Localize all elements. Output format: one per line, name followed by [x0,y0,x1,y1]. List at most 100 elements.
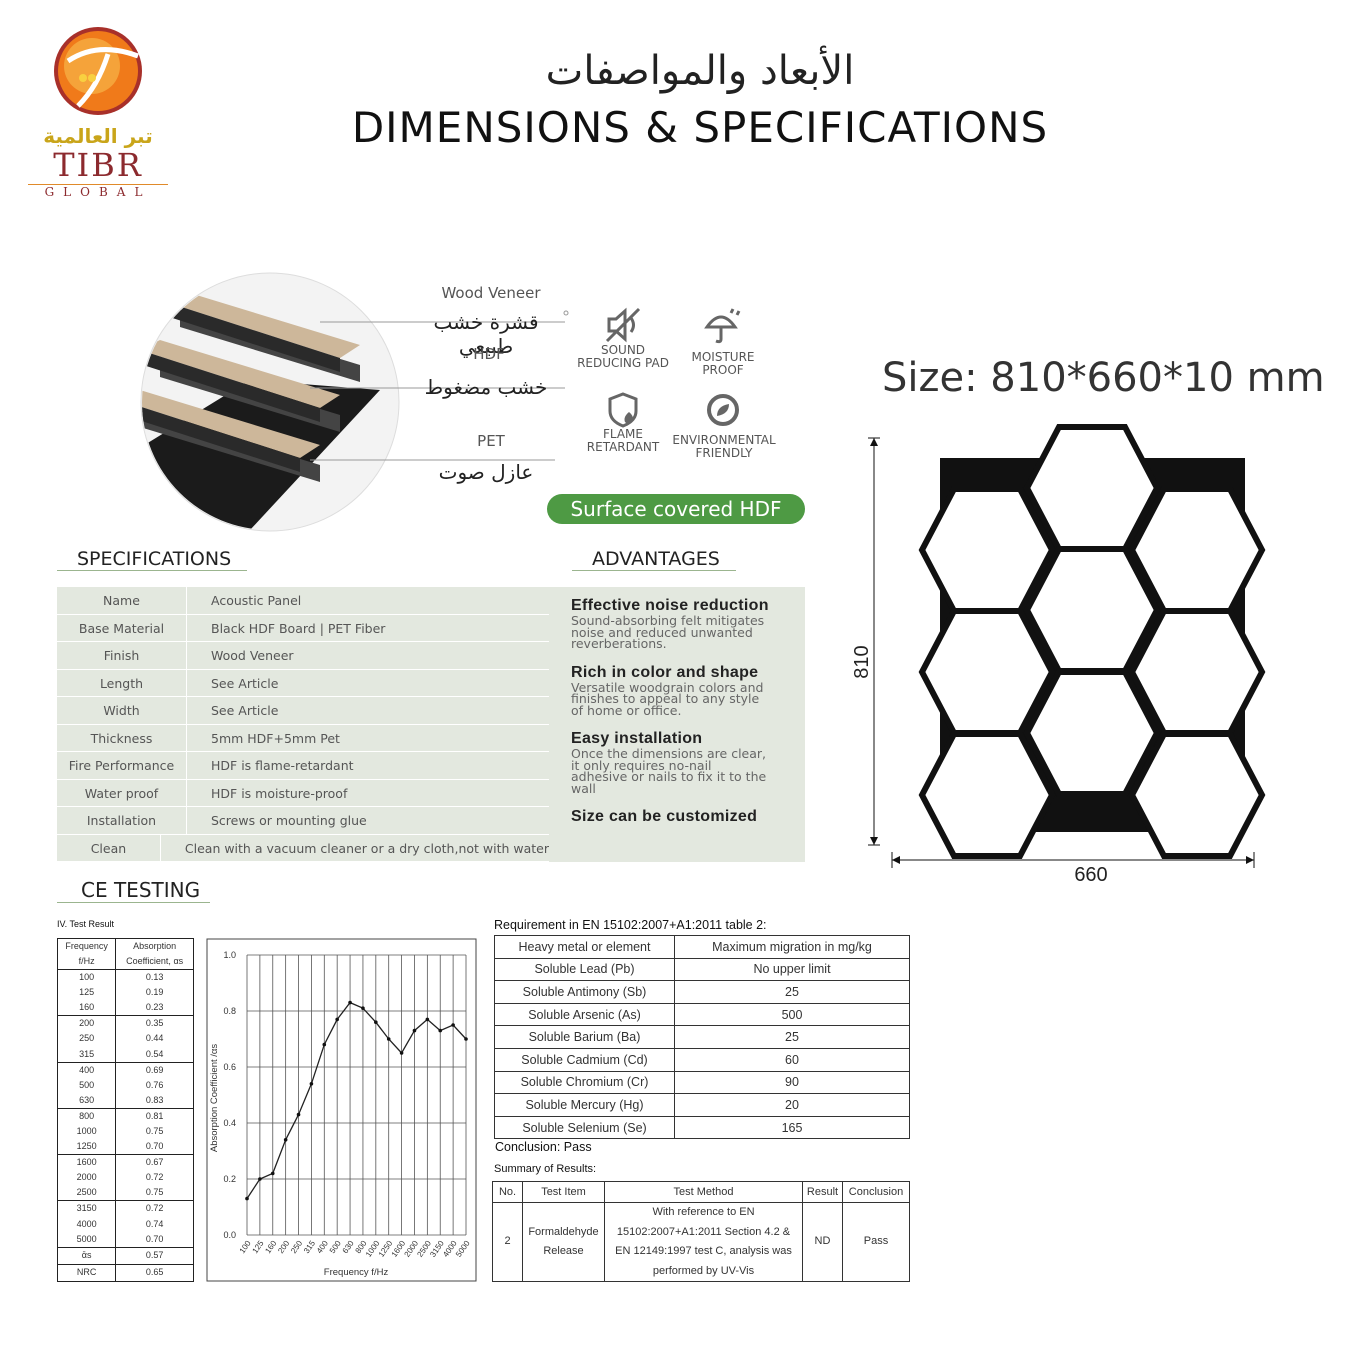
element-cell: Soluble Arsenic (As) [494,1002,675,1027]
row-result: ND [802,1202,843,1282]
data-point [438,1028,443,1033]
data-point [348,1000,352,1005]
layer-label-hdf-ar: خشب مضغوط [424,375,548,399]
y-tick-label: 1.0 [223,950,236,960]
absorption-chart: 0.00.20.40.60.81.01001251602002503154005… [206,938,477,1282]
advantage-text: Once the dimensions are clear, it only r… [571,746,767,796]
element-cell: Soluble Chromium (Cr) [494,1070,675,1095]
spec-label: Thickness [57,724,187,751]
hexagon-panel-diagram: 810 660 [851,424,1266,886]
advantage-heading: Size can be customized [571,808,758,825]
title-arabic: الأبعاد والمواصفات [545,48,855,94]
freq-cell: 2000 [56,1170,117,1186]
umbrella-rain-icon [704,308,741,344]
freq-cell: 400 [56,1061,117,1078]
item-line: Formaldehyde [528,1225,599,1238]
coef-cell: 0.83 [115,1092,194,1109]
data-point [399,1051,404,1055]
data-point [296,1112,301,1117]
y-tick-label: 0.4 [223,1118,236,1128]
spec-value: Screws or mounting glue [211,813,367,828]
surface-covered-hdf-badge: Surface covered HDF [547,494,805,524]
layer-label-hdf: HDF [473,345,505,363]
limit-cell: 25 [674,1025,910,1049]
hexagon-tile [918,608,1056,736]
brand-sub: GLOBAL [28,184,168,199]
summary-caption: Summary of Results: [494,1163,597,1175]
table-row: Soluble Chromium (Cr)90 [494,1070,910,1095]
method-line: EN 12149:1997 test C, analysis was [615,1245,792,1257]
x-axis-label: Frequency f/Hz [324,1267,389,1278]
test-result-label: IV. Test Result [57,919,115,929]
freq-cell: 1000 [56,1123,117,1140]
spec-label: Finish [57,642,187,669]
size-label: Size: 810*660*10 mm [882,355,1325,401]
advantage-heading: Easy installation [571,730,703,747]
freq-cell: 1600 [56,1154,117,1171]
layer-label-wood-veneer: Wood Veneer [441,284,541,302]
brand-name: TIBR [53,146,143,184]
feature-line: FLAME [602,427,643,441]
coef-cell: Coefficient, αs [115,954,194,970]
metal-caption: Requirement in EN 15102:2007+A1:2011 tab… [494,918,767,932]
limit-cell: 60 [674,1047,910,1072]
freq-cell: ᾱs [56,1246,117,1265]
col-header: Test Item [522,1181,605,1203]
coef-cell: 0.72 [115,1170,194,1186]
brand-arabic: تبر العالمية [43,124,153,148]
coef-cell: 0.54 [115,1046,194,1063]
freq-cell: 500 [56,1077,117,1093]
coef-cell: 0.23 [115,1000,194,1016]
spec-value: Acoustic Panel [211,593,302,608]
col-header: Maximum migration in mg/kg [674,935,910,959]
advantage-text: Versatile woodgrain colors and finishes … [571,679,764,718]
freq-cell: 1250 [56,1139,117,1155]
element-cell: Soluble Mercury (Hg) [494,1093,675,1117]
table-row: Soluble Mercury (Hg)20 [494,1093,910,1117]
coef-cell: 0.13 [115,969,194,985]
y-tick-label: 0.0 [223,1230,236,1240]
coef-cell: 0.65 [115,1263,194,1282]
feature-line: RETARDANT [586,440,660,454]
coef-cell: 0.19 [115,985,194,1001]
method-line: With reference to EN [652,1206,755,1218]
element-cell: Soluble Lead (Pb) [494,957,675,982]
data-point [258,1177,262,1181]
limit-cell: 165 [674,1115,910,1140]
sound-off-icon [605,307,641,343]
shield-flame-icon [608,392,638,428]
hexagon-tile [1023,424,1161,552]
element-cell: Soluble Selenium (Se) [494,1115,675,1140]
freq-cell: 800 [56,1107,117,1124]
spec-label: Clean [57,834,161,861]
col-header: Result [802,1181,843,1203]
specifications-heading: SPECIFICATIONS [57,548,247,571]
freq-cell: 200 [56,1015,117,1032]
coef-cell: 0.70 [115,1139,194,1155]
col-header: Conclusion [842,1181,910,1203]
freq-cell: 100 [56,969,117,985]
freq-cell: 315 [56,1046,117,1063]
coef-cell: Absorption [115,938,194,954]
freq-cell: Frequency [56,938,117,954]
spec-label: Fire Performance [57,752,187,779]
